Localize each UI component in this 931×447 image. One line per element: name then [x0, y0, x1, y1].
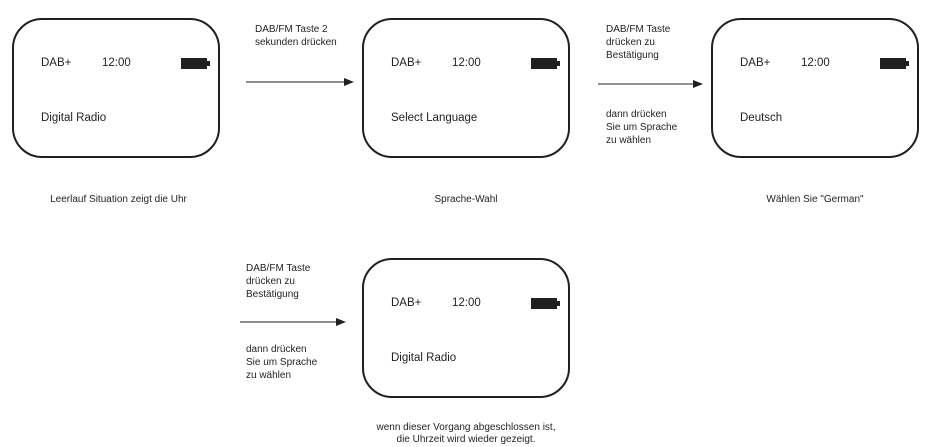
clock-time: 12:00	[452, 297, 481, 309]
instruction-confirm: DAB/FM Taste drücken zu Bestätigung	[606, 24, 671, 61]
battery-full-icon	[531, 298, 560, 309]
clock-time: 12:00	[801, 57, 830, 69]
instruction-hold-button: DAB/FM Taste 2 sekunden drücken	[255, 24, 337, 48]
screen-message: Digital Radio	[391, 352, 457, 364]
clock-time: 12:00	[102, 57, 131, 69]
radio-screen-select-language: DAB+ 12:00 Select Language	[362, 18, 570, 158]
arrow-right-icon	[598, 80, 703, 88]
mode-label: DAB+	[41, 57, 72, 69]
caption-done-line2: die Uhrzeit wird wieder gezeigt.	[396, 434, 536, 445]
arrow-right-icon	[240, 318, 346, 326]
screen-message: Digital Radio	[41, 112, 107, 124]
instruction-select: dann drücken Sie um Sprache zu wählen	[246, 344, 318, 381]
screen-message: Select Language	[391, 112, 478, 124]
battery-full-icon	[880, 58, 909, 69]
caption-choose-german: Wählen Sie "German"	[766, 194, 864, 205]
radio-screen-idle: DAB+ 12:00 Digital Radio	[12, 18, 220, 158]
battery-full-icon	[181, 58, 210, 69]
radio-screen-finished: DAB+ 12:00 Digital Radio	[362, 258, 570, 398]
clock-time: 12:00	[452, 57, 481, 69]
caption-done-line1: wenn dieser Vorgang abgeschlossen ist,	[376, 422, 556, 433]
battery-full-icon	[531, 58, 560, 69]
instruction-select: dann drücken Sie um Sprache zu wählen	[606, 109, 678, 146]
mode-label: DAB+	[391, 57, 422, 69]
caption-idle: Leerlauf Situation zeigt die Uhr	[50, 194, 187, 205]
screen-message: Deutsch	[740, 112, 783, 124]
mode-label: DAB+	[740, 57, 771, 69]
radio-screen-deutsch: DAB+ 12:00 Deutsch	[711, 18, 919, 158]
instruction-confirm: DAB/FM Taste drücken zu Bestätigung	[246, 263, 311, 300]
arrow-right-icon	[246, 78, 354, 86]
mode-label: DAB+	[391, 297, 422, 309]
caption-language-choice: Sprache-Wahl	[434, 194, 498, 205]
